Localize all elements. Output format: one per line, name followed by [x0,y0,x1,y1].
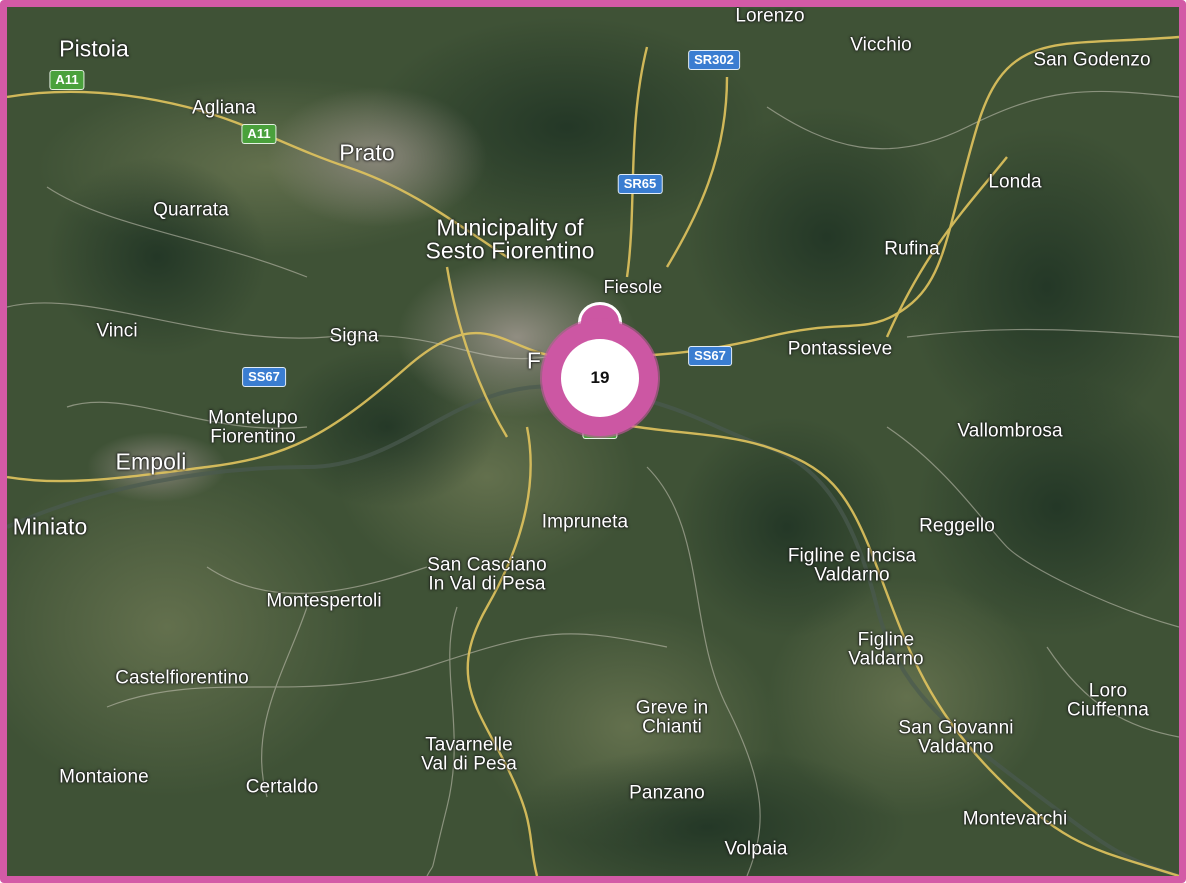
place-signa: Signa [329,325,379,347]
place-miniato: Miniato [12,513,88,540]
place-sesto-fiorentino: Municipality of Sesto Fiorentino [425,214,595,264]
road-shield-sr302: SR302 [688,50,740,70]
place-fiesole: Fiesole [603,276,663,297]
place-londa: Londa [988,171,1042,193]
place-agliana: Agliana [191,97,257,119]
place-firenze: F [526,347,542,374]
place-volpaia: Volpaia [724,838,788,860]
place-rufina: Rufina [884,238,940,260]
road-shield-sr65: SR65 [617,174,663,194]
place-san-casciano: San Casciano In Val di Pesa [427,554,547,595]
place-montelupo-fiorentino: Montelupo Fiorentino [208,407,298,448]
place-lorenzo: Lorenzo [735,7,805,27]
place-san-godenzo: San Godenzo [1033,49,1151,71]
place-vallombrosa: Vallombrosa [957,420,1063,442]
satellite-terrain [7,7,1179,876]
place-tavarnelle: Tavarnelle Val di Pesa [421,734,517,775]
place-san-giovanni-valdarno: San Giovanni Valdarno [898,717,1014,758]
place-pontassieve: Pontassieve [787,338,893,360]
place-empoli: Empoli [115,448,187,475]
place-montaione: Montaione [59,766,149,788]
place-figline-incisa-valdarno: Figline e Incisa Valdarno [787,545,917,586]
place-greve-in-chianti: Greve in Chianti [635,697,709,738]
place-loro-ciuffenna: Loro Ciuffenna [1067,680,1149,721]
road-shield-a11-west: A11 [49,70,85,90]
place-castelfiorentino: Castelfiorentino [115,667,249,689]
place-impruneta: Impruneta [541,511,629,533]
place-montespertoli: Montespertoli [266,590,382,612]
place-panzano: Panzano [629,782,705,804]
place-montevarchi: Montevarchi [962,808,1068,830]
place-quarrata: Quarrata [153,199,229,221]
place-figline-valdarno: Figline Valdarno [848,629,924,670]
road-shield-a11-east: A11 [241,124,277,144]
cluster-marker[interactable]: 19 [542,320,658,436]
satellite-map[interactable]: Lorenzo Vicchio San Godenzo Pistoia Agli… [7,7,1179,876]
place-pistoia: Pistoia [59,35,129,62]
place-certaldo: Certaldo [245,776,319,798]
place-prato: Prato [339,139,395,166]
road-shield-ss67-west: SS67 [242,367,286,387]
cluster-count: 19 [561,339,639,417]
place-vinci: Vinci [96,320,138,342]
place-reggello: Reggello [919,515,995,537]
road-shield-ss67-east: SS67 [688,346,732,366]
place-vicchio: Vicchio [850,34,912,56]
